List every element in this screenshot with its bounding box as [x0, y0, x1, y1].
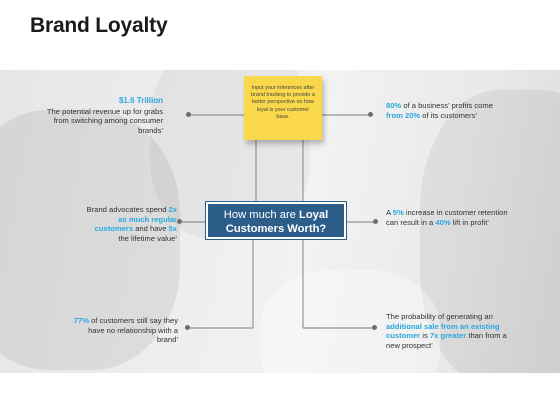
text: Brand advocates spend [86, 205, 169, 214]
text: and have [133, 224, 169, 234]
highlight: from 20% [386, 110, 421, 120]
highlight: as much regular [118, 214, 177, 224]
highlight: 40% [435, 217, 451, 227]
highlight: customers [94, 224, 134, 234]
text: of customers still say they have no rela… [88, 316, 178, 345]
center-prefix: How much are [223, 209, 299, 221]
highlight: 2x [168, 205, 177, 214]
highlight: 5x [168, 224, 177, 234]
text: than from a new prospect’ [386, 331, 507, 350]
highlight: additional sale from an existing custome… [386, 321, 500, 341]
stat-revenue-body: The potential revenue up for grabs from … [46, 106, 163, 135]
highlight: 77% [73, 316, 89, 325]
text: the lifetime value’ [118, 233, 177, 243]
connector-dot [368, 112, 373, 117]
stat-profits: 80% of a business’ profits come from 20%… [386, 101, 496, 120]
connector-dot [185, 325, 190, 330]
stat-advocates: Brand advocates spend 2x as much regular… [60, 205, 177, 243]
connector-dot [177, 219, 182, 224]
highlight: 80% [386, 101, 402, 110]
stat-no-relationship: 77% of customers still say they have no … [70, 316, 178, 345]
text: increase in customer retention can resul… [386, 208, 508, 227]
text: The probability of generating an [386, 312, 493, 321]
center-question-box: How much are Loyal Customers Worth? [205, 201, 347, 240]
stat-revenue-heading: $1.6 Trillion [118, 96, 163, 105]
text: A [386, 208, 393, 217]
center-line2: Customers Worth? [225, 223, 327, 235]
sticky-note: Input your inferences after brand tracki… [244, 76, 322, 140]
stat-revenue: $1.6 Trillion The potential revenue up f… [30, 96, 163, 135]
connector-dot [186, 112, 191, 117]
sticky-note-text: Input your inferences after brand tracki… [251, 85, 315, 120]
page-title: Brand Loyalty [30, 14, 168, 37]
text: of its customers’ [420, 110, 478, 120]
text: lift in profit’ [450, 217, 489, 227]
center-emphasis: Loyal [299, 209, 329, 221]
highlight: 5% [392, 208, 404, 217]
text: is [420, 331, 430, 341]
stat-additional-sale: The probability of generating an additio… [386, 312, 522, 350]
highlight: 7x greater [429, 331, 467, 341]
text: of a business’ profits come [401, 101, 493, 110]
stat-retention: A 5% increase in customer retention can … [386, 208, 514, 227]
connector-dot [372, 325, 377, 330]
connector-dot [373, 219, 378, 224]
